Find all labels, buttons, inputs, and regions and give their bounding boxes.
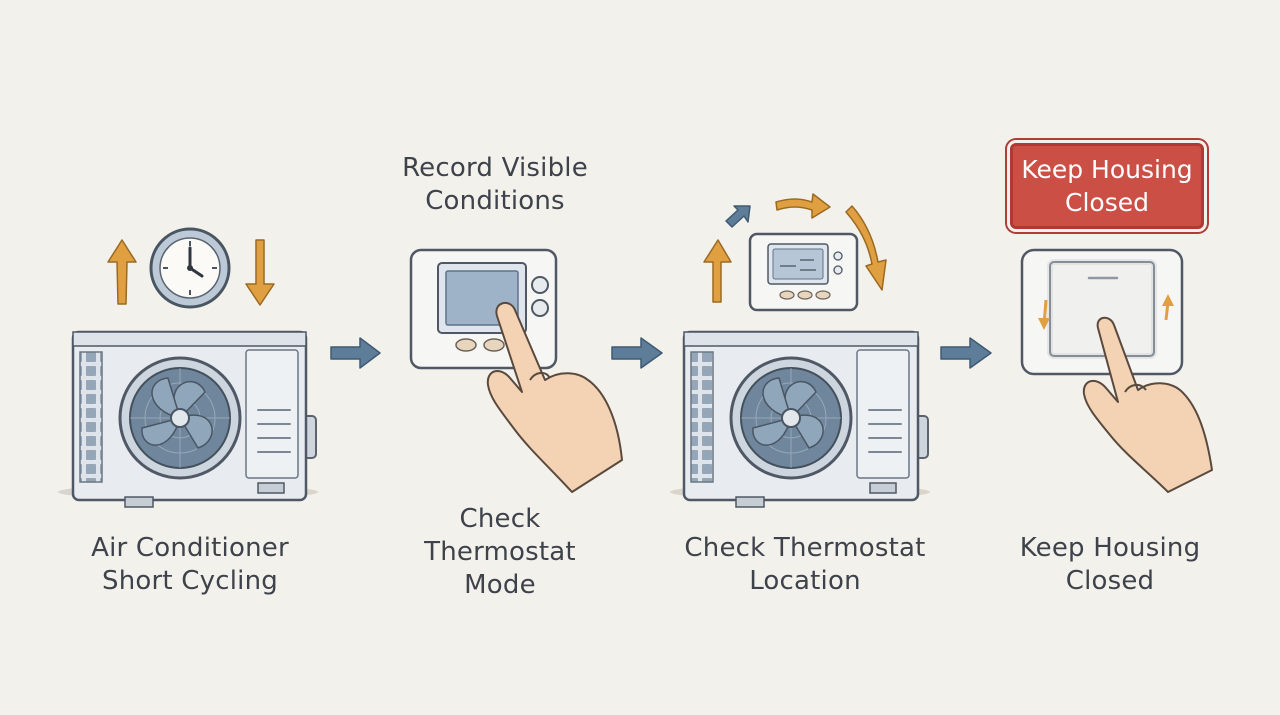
cycle-arrow-icon — [703, 193, 887, 303]
ac-unit-icon — [58, 330, 318, 508]
thermostat-icon — [409, 248, 558, 370]
cycle-arrow-icon — [107, 239, 275, 306]
hand-icon — [1082, 316, 1213, 493]
step2-caption: Check Thermostat Mode — [424, 504, 576, 600]
step4-caption: Keep Housing Closed — [1019, 533, 1201, 596]
step2-top-label: Record Visible Conditions — [402, 153, 588, 216]
step3-caption: Check Thermostat Location — [684, 533, 926, 596]
clock-icon — [149, 227, 231, 309]
thermostat-icon — [748, 232, 859, 312]
thermostat-icon — [1020, 248, 1184, 376]
ac-unit-icon — [670, 330, 930, 508]
warning-badge: Keep Housing Closed — [1010, 143, 1204, 229]
flow-arrow-icon — [330, 337, 992, 369]
step1-caption: Air Conditioner Short Cycling — [91, 533, 289, 596]
hand-icon — [486, 301, 623, 493]
